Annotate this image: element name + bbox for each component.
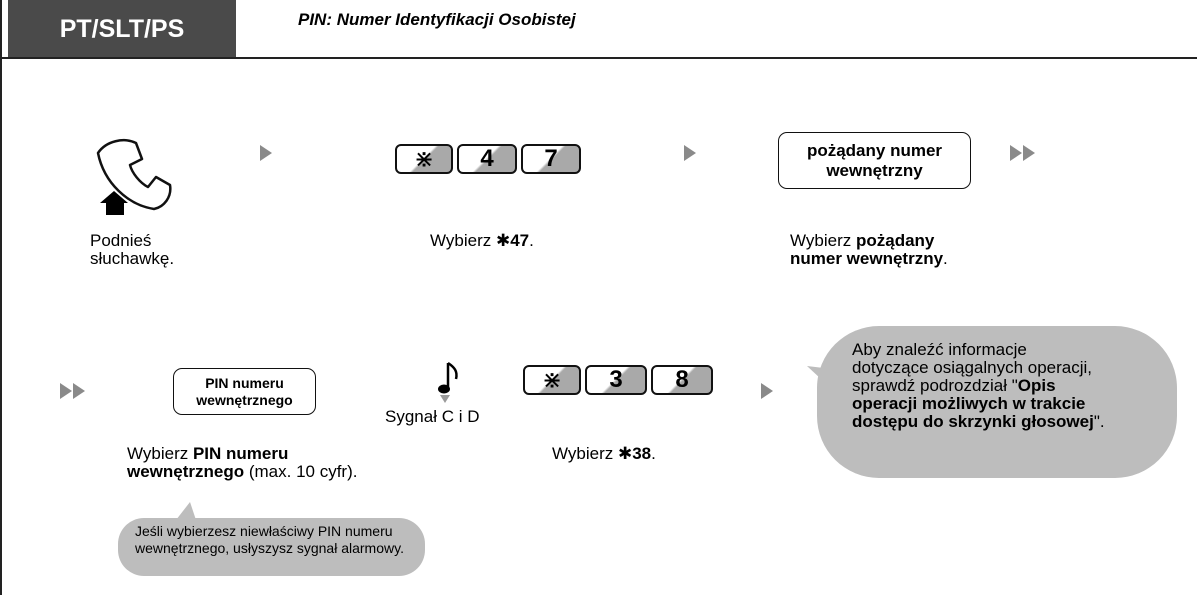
next-arrow-icon [260,145,272,161]
info-bubble-text: Aby znaleźć informacje dotyczące osiągal… [852,340,1105,431]
key-8: 8 [651,365,713,395]
step4-label: Wybierz PIN numeru wewnętrznego (max. 10… [127,444,358,481]
info-bubble [807,326,1177,478]
continue-arrow-icon [60,383,85,399]
header-divider [0,57,1197,59]
key-4: 4 [457,144,517,174]
warning-note-bubble [118,502,425,576]
key-star: ⋇ [523,365,581,395]
phone-type-badge: PT/SLT/PS [8,0,236,58]
off-hook-handset-icon [96,139,172,215]
key-7: 7 [521,144,581,174]
page-title: PIN: Numer Identyfikacji Osobistej [298,10,576,29]
step3-label: Wybierz pożądany numer wewnętrzny. [790,231,948,268]
music-note-icon [438,361,458,403]
next-arrow-icon [761,383,773,399]
step1-label: Podnieś słuchawkę. [90,231,175,268]
left-border [0,0,2,595]
next-arrow-icon [684,145,696,161]
continue-arrow-icon [1010,145,1035,161]
step2-label: Wybierz ✱47. [430,231,534,250]
warning-note-text: Jeśli wybierzesz niewłaściwy PIN numeru … [135,523,404,556]
tone-label: Sygnał C i D [385,407,480,426]
key-3: 3 [585,365,647,395]
step5-label: Wybierz ✱38. [552,444,656,463]
key-star: ⋇ [395,144,453,174]
